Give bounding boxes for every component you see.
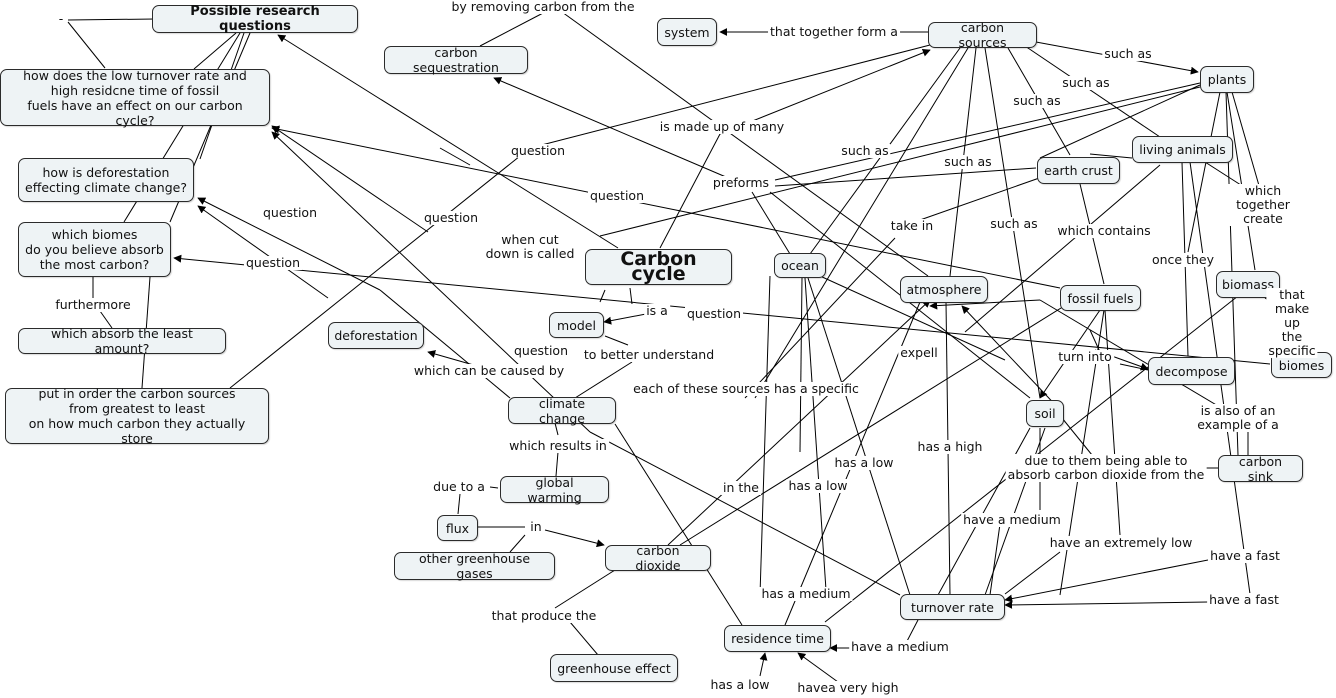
link-label-fast-2: have a fast xyxy=(1207,592,1281,607)
deforestation-node[interactable]: deforestation xyxy=(328,322,424,349)
link-label-such-as-plants: such as xyxy=(1102,46,1154,61)
link-label-to-better: to better understand xyxy=(581,347,717,362)
link-label-furthermore: furthermore xyxy=(53,297,133,312)
living-animals-node[interactable]: living animals xyxy=(1132,136,1233,163)
link-label-question-7: question xyxy=(511,343,571,358)
deforestation-question-node[interactable]: how is deforestation effecting climate c… xyxy=(18,158,194,202)
link-label-together-form: that together form a xyxy=(768,24,900,39)
link-label-extremely-low: have an extremely low xyxy=(1047,535,1195,550)
link-label-due-to: due to a xyxy=(431,479,487,494)
link-label-question-2: question xyxy=(587,188,647,203)
turnover-rate-node[interactable]: turnover rate xyxy=(900,594,1005,620)
link-label-question-3: question xyxy=(421,210,481,225)
link-label-such-as-ocean: such as xyxy=(839,143,891,158)
flux-node[interactable]: flux xyxy=(437,515,478,541)
carbon-sequestration-node[interactable]: carbon sequestration xyxy=(384,45,528,75)
link-label-turn-into: turn into xyxy=(1056,349,1114,364)
other-greenhouse-gases-node[interactable]: other greenhouse gases xyxy=(394,551,555,581)
link-label-produce: that produce the xyxy=(489,608,599,623)
decompose-node[interactable]: decompose xyxy=(1148,357,1235,385)
link-label-question-1: question xyxy=(508,143,568,158)
link-label-has-low-3: has a low xyxy=(708,677,772,692)
link-label-have-medium-1: have a medium xyxy=(961,512,1063,527)
link-label-dash: - xyxy=(56,11,66,26)
possible-research-questions-node[interactable]: Possible research questions xyxy=(152,4,358,34)
link-label-preforms: preforms xyxy=(710,175,772,190)
link-label-such-as-atmosphere: such as xyxy=(942,154,994,169)
link-label-question-5: question xyxy=(243,255,303,270)
link-label-such-as-soil: such as xyxy=(988,216,1040,231)
link-label-has-low-1: has a low xyxy=(832,455,896,470)
link-label-made-up: is made up of many xyxy=(657,119,787,134)
link-label-take-in: take in xyxy=(888,218,936,233)
link-label-make-up: that make up the specific xyxy=(1266,287,1318,358)
link-label-has-medium: has a medium xyxy=(759,586,853,601)
global-warming-node[interactable]: global warming xyxy=(500,475,609,505)
link-label-question-6: question xyxy=(684,306,744,321)
order-sources-question-node[interactable]: put in order the carbon sources from gre… xyxy=(5,386,269,446)
residence-time-node[interactable]: residence time xyxy=(724,625,831,652)
link-label-in: in xyxy=(528,519,544,534)
plants-node[interactable]: plants xyxy=(1200,66,1254,93)
link-label-has-low-2: has a low xyxy=(786,478,850,493)
model-node[interactable]: model xyxy=(549,312,604,338)
fossil-fuels-node[interactable]: fossil fuels xyxy=(1060,285,1141,311)
link-label-very-high: havea very high xyxy=(795,680,901,695)
link-label-expell: expell xyxy=(898,345,940,360)
link-label-is-a: is a xyxy=(644,303,670,318)
link-label-removing: by removing carbon from the xyxy=(449,0,637,14)
earth-crust-node[interactable]: earth crust xyxy=(1037,157,1120,184)
link-label-fast-1: have a fast xyxy=(1208,548,1282,563)
carbon-sources-node[interactable]: carbon sources xyxy=(928,20,1037,50)
link-label-due-absorb: due to them being able to absorb carbon … xyxy=(1005,453,1207,482)
link-label-each-source: each of these sources has a specific xyxy=(631,381,861,396)
greenhouse-effect-node[interactable]: greenhouse effect xyxy=(550,654,678,682)
link-label-such-as-crust: such as xyxy=(1011,93,1063,108)
link-label-in-the: in the xyxy=(721,480,761,495)
link-label-question-4: question xyxy=(260,205,320,220)
atmosphere-node[interactable]: atmosphere xyxy=(900,276,988,303)
link-label-when-cut: when cut down is called xyxy=(483,232,577,261)
least-amount-question-node[interactable]: which absorb the least amount? xyxy=(18,326,226,356)
carbon-sink-node[interactable]: carbon sink xyxy=(1218,454,1303,484)
ocean-node[interactable]: ocean xyxy=(774,253,826,278)
link-label-have-medium-2: have a medium xyxy=(849,639,951,654)
turnover-question-node[interactable]: how does the low turnover rate and high … xyxy=(0,68,270,128)
link-label-together-create: which together create xyxy=(1226,184,1300,226)
carbon-cycle-node[interactable]: Carbon cycle xyxy=(585,249,732,285)
link-label-example-of: is also of an example of a xyxy=(1189,404,1287,432)
link-label-such-as-animals: such as xyxy=(1060,75,1112,90)
link-label-has-high: has a high xyxy=(915,439,985,454)
climate-change-node[interactable]: climate change xyxy=(508,396,616,426)
soil-node[interactable]: soil xyxy=(1026,400,1064,427)
carbon-dioxide-node[interactable]: carbon dioxide xyxy=(605,543,711,573)
biomes-question-node[interactable]: which biomes do you believe absorb the m… xyxy=(18,222,171,277)
link-label-caused-by: which can be caused by xyxy=(411,363,567,378)
link-label-which-contains: which contains xyxy=(1055,223,1153,238)
link-label-once-they: once they xyxy=(1149,252,1217,267)
link-label-results-in: which results in xyxy=(507,438,609,453)
system-node[interactable]: system xyxy=(657,18,717,46)
